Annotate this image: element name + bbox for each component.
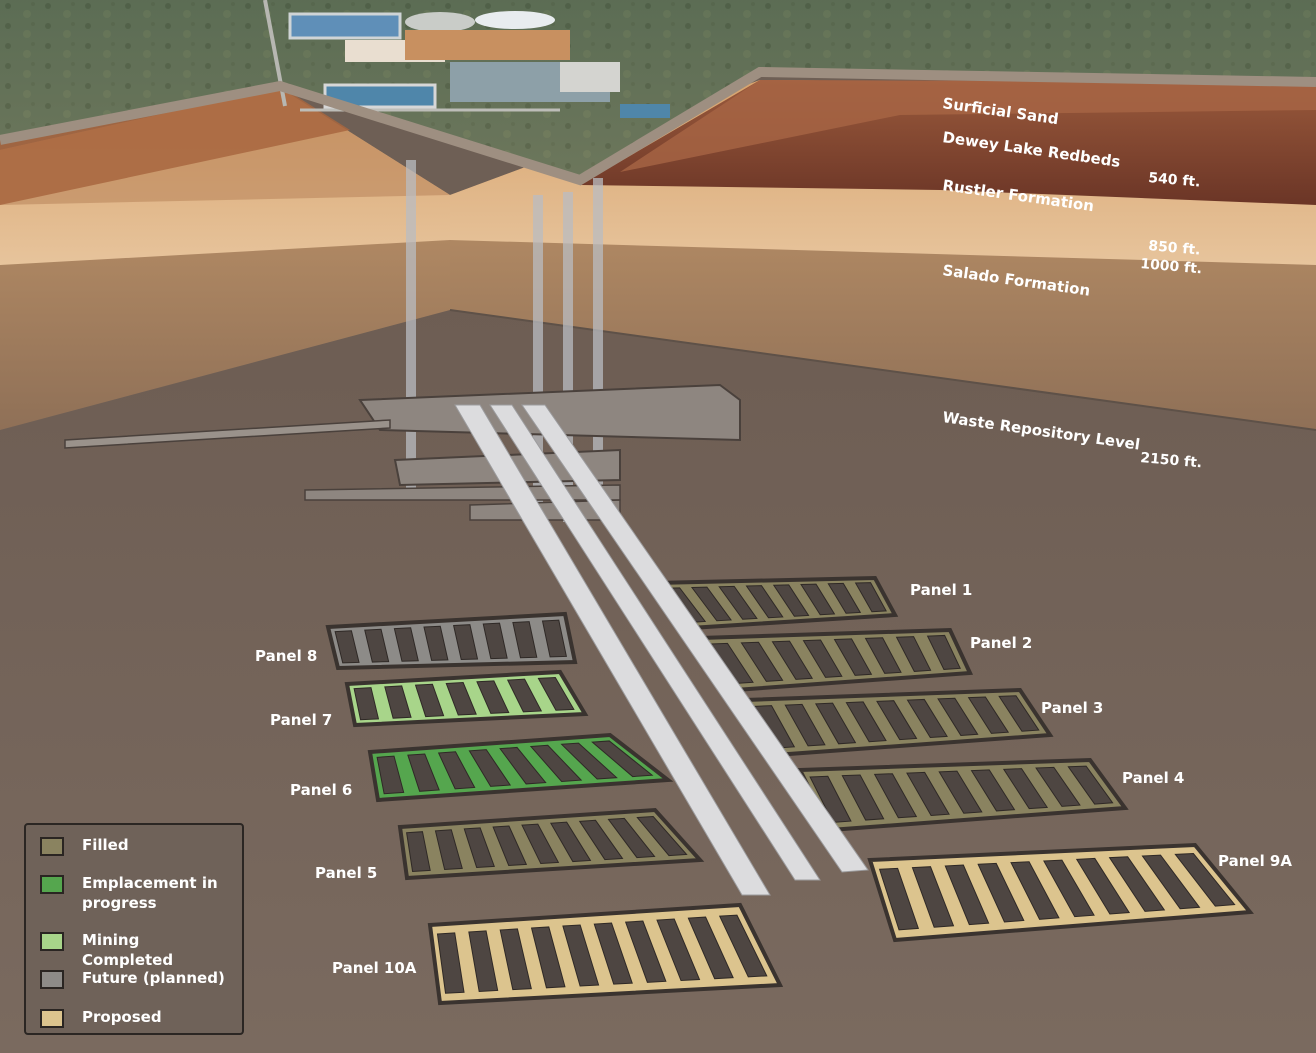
- legend-label-future: Future (planned): [82, 968, 232, 988]
- legend-swatch-mining: [40, 932, 64, 951]
- panel-label-2: Panel 2: [970, 634, 1032, 652]
- shaft-1: [406, 160, 416, 490]
- panel-label-6: Panel 6: [290, 781, 352, 799]
- panel-label-1: Panel 1: [910, 581, 972, 599]
- legend-swatch-emplacement: [40, 875, 64, 894]
- panel-label-5: Panel 5: [315, 864, 377, 882]
- panel-p10a: [430, 905, 780, 1003]
- legend-item-filled: Filled: [40, 835, 232, 856]
- panel-label-3: Panel 3: [1041, 699, 1103, 717]
- legend-swatch-proposed: [40, 1009, 64, 1028]
- legend-item-proposed: Proposed: [40, 1007, 232, 1028]
- legend-label-filled: Filled: [82, 835, 232, 855]
- legend-item-future: Future (planned): [40, 968, 232, 989]
- panel-label-4: Panel 4: [1122, 769, 1184, 787]
- panel-label-7: Panel 7: [270, 711, 332, 729]
- panel-label-9a: Panel 9A: [1218, 852, 1292, 870]
- panel-label-10a: Panel 10A: [332, 959, 417, 977]
- legend-label-proposed: Proposed: [82, 1007, 232, 1027]
- legend-swatch-future: [40, 970, 64, 989]
- legend-item-emplacement: Emplacement in progress: [40, 873, 232, 913]
- legend-item-mining: Mining Completed: [40, 930, 232, 970]
- legend: Filled Emplacement in progress Mining Co…: [24, 823, 244, 1035]
- panel-label-8: Panel 8: [255, 647, 317, 665]
- legend-swatch-filled: [40, 837, 64, 856]
- legend-label-emplacement: Emplacement in progress: [82, 873, 232, 913]
- legend-label-mining: Mining Completed: [82, 930, 232, 970]
